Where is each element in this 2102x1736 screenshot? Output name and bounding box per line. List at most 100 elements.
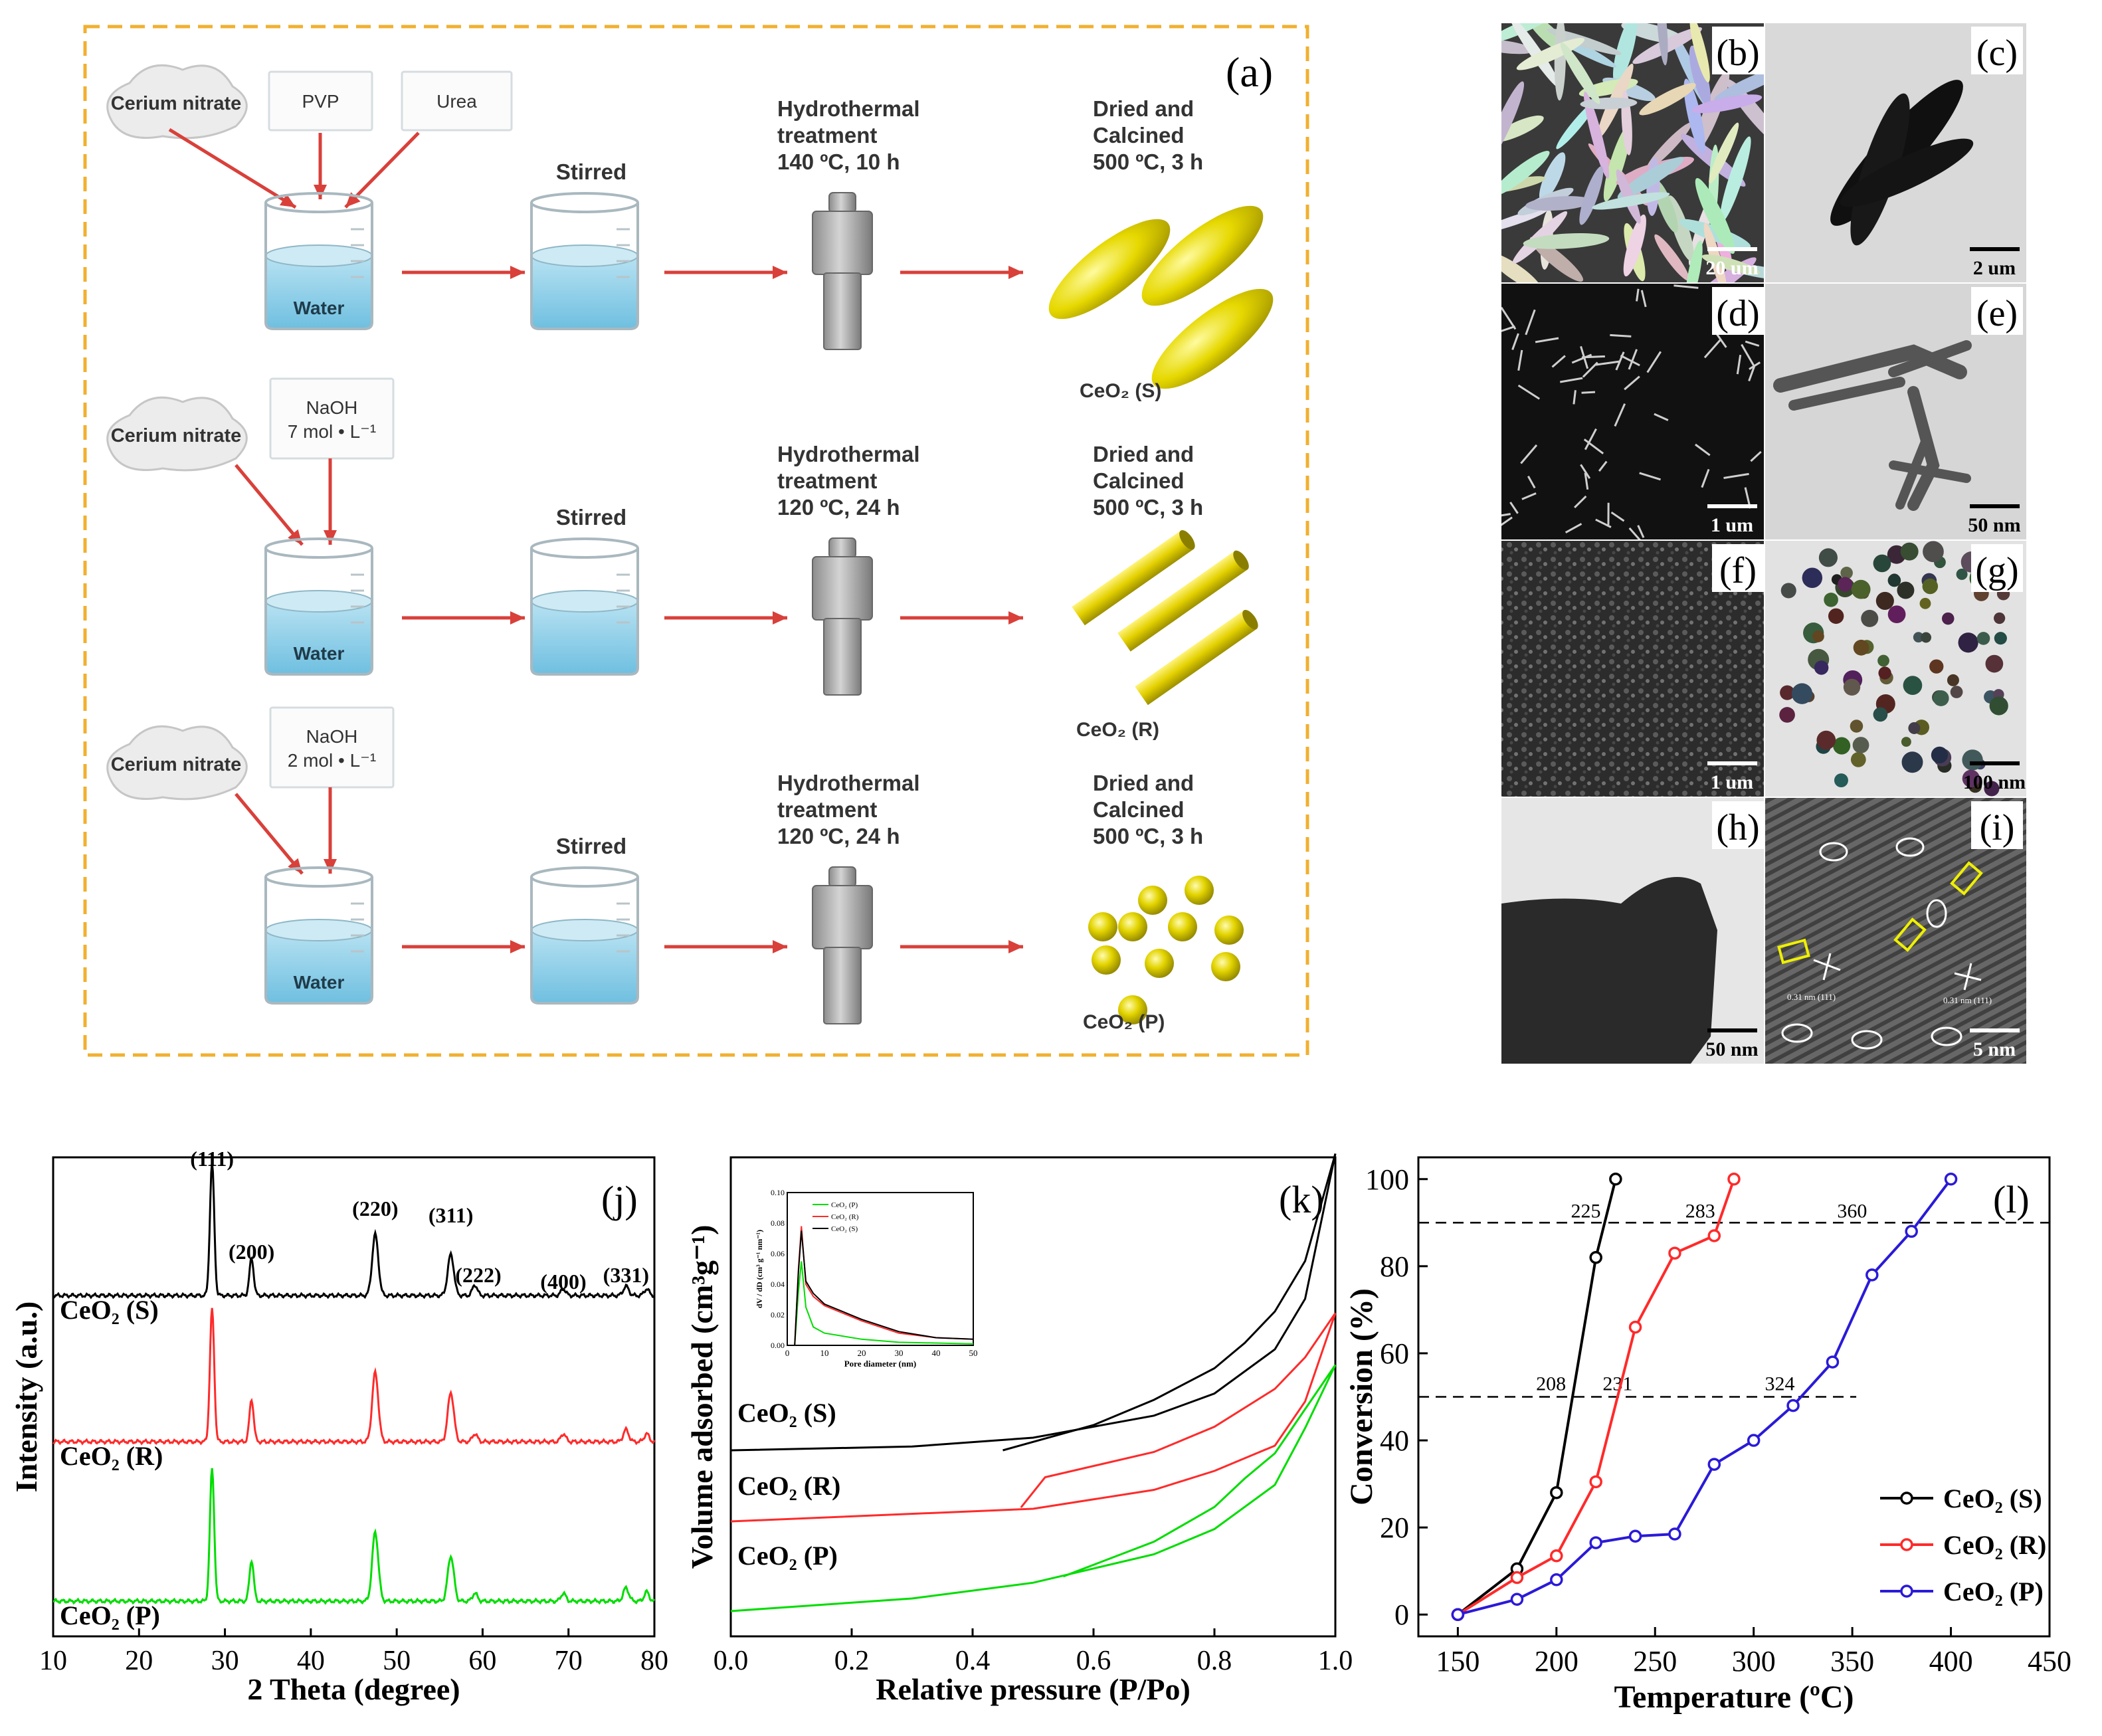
- peak-label: (222): [455, 1263, 501, 1287]
- x-tick-label: 150: [1436, 1645, 1480, 1678]
- arrow: [314, 133, 327, 199]
- x-tick-label: 350: [1830, 1645, 1874, 1678]
- data-point: [1727, 1173, 1741, 1186]
- arrow: [664, 940, 787, 953]
- lattice-label-1: 0.31 nm (111): [1787, 992, 1836, 1002]
- arrow: [235, 793, 304, 875]
- arrow: [324, 458, 337, 545]
- precursor-label: Cerium nitrate: [111, 425, 242, 446]
- series-label: CeO₂ (P): [60, 1600, 160, 1630]
- panel-label-l: (l): [1993, 1178, 2030, 1221]
- inset-x-tick-label: 10: [820, 1348, 829, 1358]
- conversion-series-line: [1457, 1179, 1735, 1616]
- x-tick-label: 0.8: [1197, 1646, 1232, 1676]
- isotherm-desorption-line: [1003, 1153, 1337, 1452]
- xrd-series-line: [52, 1307, 656, 1446]
- x-tick-label: 80: [640, 1646, 668, 1676]
- micrograph-g: [1765, 541, 2026, 797]
- x-tick-label: 20: [125, 1646, 153, 1676]
- y-axis-label: Conversion (%): [1344, 1288, 1379, 1505]
- panel-label-i: (i): [1980, 807, 2015, 848]
- panel-label-f: (f): [1719, 550, 1757, 591]
- data-point: [1589, 1475, 1602, 1489]
- panel-label-k: (k): [1279, 1178, 1324, 1221]
- legend: CeO₂ (S)CeO₂ (R)CeO₂ (P): [1880, 1484, 2046, 1606]
- autoclave: [812, 192, 873, 350]
- stirred-label: Stirred: [556, 505, 626, 530]
- curve-label: CeO₂ (R): [737, 1471, 840, 1501]
- beaker-stirred: [530, 537, 639, 676]
- peak-label: (200): [229, 1240, 274, 1264]
- x-tick-label: 0.2: [834, 1646, 870, 1676]
- arrow: [402, 611, 525, 625]
- x-tick-label: 0.0: [714, 1646, 749, 1676]
- scale-bar-label-i: 5 nm: [1973, 1038, 2016, 1060]
- inset-x-tick-label: 20: [858, 1348, 866, 1358]
- arrow: [664, 611, 787, 625]
- beaker-label: Water: [294, 972, 345, 993]
- svg-text:Urea: Urea: [436, 91, 477, 112]
- data-point: [1451, 1608, 1465, 1621]
- legend-marker: [1900, 1492, 1913, 1505]
- arrow: [402, 940, 525, 953]
- threshold-annotation: 360: [1837, 1200, 1867, 1222]
- precursor-label: Cerium nitrate: [111, 93, 242, 114]
- xrd-series-line: [52, 1162, 656, 1300]
- y-tick-label: 20: [1380, 1511, 1409, 1544]
- arrow: [664, 266, 787, 279]
- beaker-water: Water: [264, 866, 373, 1005]
- isotherm-desorption-line: [1062, 1364, 1337, 1578]
- series-label: CeO₂ (R): [60, 1441, 163, 1471]
- panel-label-e: (e): [1976, 293, 2018, 334]
- y-tick-label: 60: [1380, 1337, 1409, 1370]
- inset-y-tick-label: 0.00: [771, 1341, 785, 1350]
- autoclave: [812, 866, 873, 1024]
- reagent-urea-box: Urea: [401, 70, 513, 132]
- product-shape-particle: [1088, 876, 1244, 1024]
- arrow: [168, 128, 297, 209]
- x-tick-label: 70: [555, 1646, 583, 1676]
- beaker-label: Water: [294, 643, 345, 664]
- threshold-annotation: 208: [1536, 1373, 1566, 1395]
- scheme-border: [83, 25, 1309, 1057]
- data-point: [1786, 1398, 1800, 1412]
- arrow: [344, 132, 420, 209]
- reagent-pvp-box: PVP: [268, 70, 373, 132]
- data-point: [1747, 1434, 1761, 1447]
- threshold-annotation: 324: [1765, 1373, 1794, 1395]
- beaker-water: Water: [264, 537, 373, 676]
- arrow: [235, 464, 304, 546]
- isotherm-adsorption-line: [730, 1153, 1337, 1452]
- y-axis-label: Volume adsorbed (cm³g⁻¹): [685, 1225, 719, 1569]
- curve-label: CeO₂ (S): [737, 1398, 836, 1428]
- xrd-series-line: [52, 1468, 656, 1605]
- scale-bar-label-g: 100 nm: [1963, 771, 2026, 793]
- inset-y-tick-label: 0.06: [771, 1249, 785, 1258]
- data-point: [1550, 1486, 1563, 1499]
- x-tick-label: 60: [468, 1646, 496, 1676]
- panel-label-b: (b): [1716, 33, 1759, 74]
- x-axis-label: 2 Theta (degree): [247, 1672, 460, 1706]
- series-label: CeO₂ (S): [60, 1295, 159, 1325]
- curve-label: CeO₂ (P): [737, 1541, 838, 1571]
- x-tick-label: 400: [1929, 1645, 1973, 1678]
- x-axis-label: Temperature (ºC): [1614, 1680, 1854, 1715]
- plot-frame: [52, 1156, 656, 1638]
- data-point: [1510, 1571, 1524, 1585]
- legend-label: CeO₂ (R): [1943, 1530, 2046, 1560]
- x-tick-label: 450: [2028, 1645, 2071, 1678]
- inset-x-tick-label: 0: [785, 1348, 790, 1358]
- product-label: CeO₂ (P): [1083, 1011, 1165, 1033]
- inset-x-tick-label: 30: [895, 1348, 904, 1358]
- data-point: [1707, 1458, 1721, 1471]
- inset-y-tick-label: 0.02: [771, 1310, 785, 1319]
- arrow: [900, 940, 1023, 953]
